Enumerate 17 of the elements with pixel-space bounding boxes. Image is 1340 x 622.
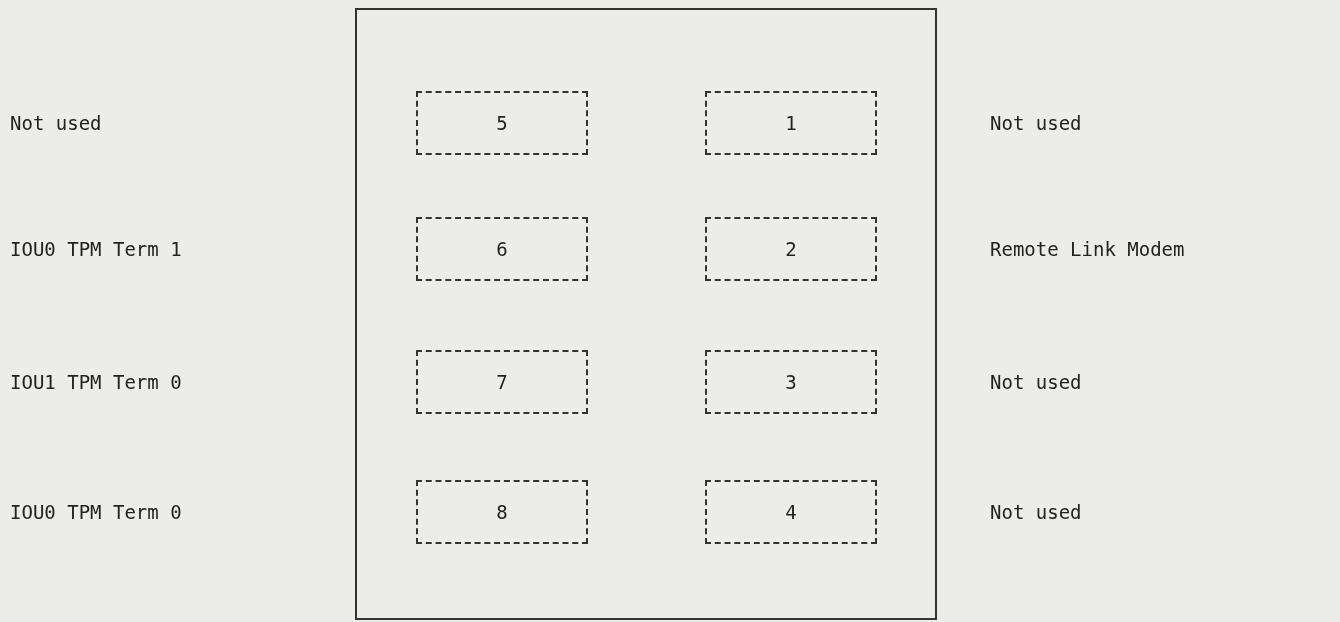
port-box: 3: [705, 350, 877, 414]
port-label: IOU1 TPM Term 0: [10, 371, 182, 393]
port-label: Not used: [990, 501, 1082, 523]
port-label: Not used: [990, 112, 1082, 134]
port-label: Remote Link Modem: [990, 238, 1185, 260]
port-box: 2: [705, 217, 877, 281]
port-label: Not used: [990, 371, 1082, 393]
port-label: IOU0 TPM Term 0: [10, 501, 182, 523]
port-box: 4: [705, 480, 877, 544]
port-box: 5: [416, 91, 588, 155]
port-box: 7: [416, 350, 588, 414]
port-box: 6: [416, 217, 588, 281]
port-label: Not used: [10, 112, 102, 134]
port-box: 8: [416, 480, 588, 544]
port-label: IOU0 TPM Term 1: [10, 238, 182, 260]
port-box: 1: [705, 91, 877, 155]
panel-box: [355, 8, 937, 620]
